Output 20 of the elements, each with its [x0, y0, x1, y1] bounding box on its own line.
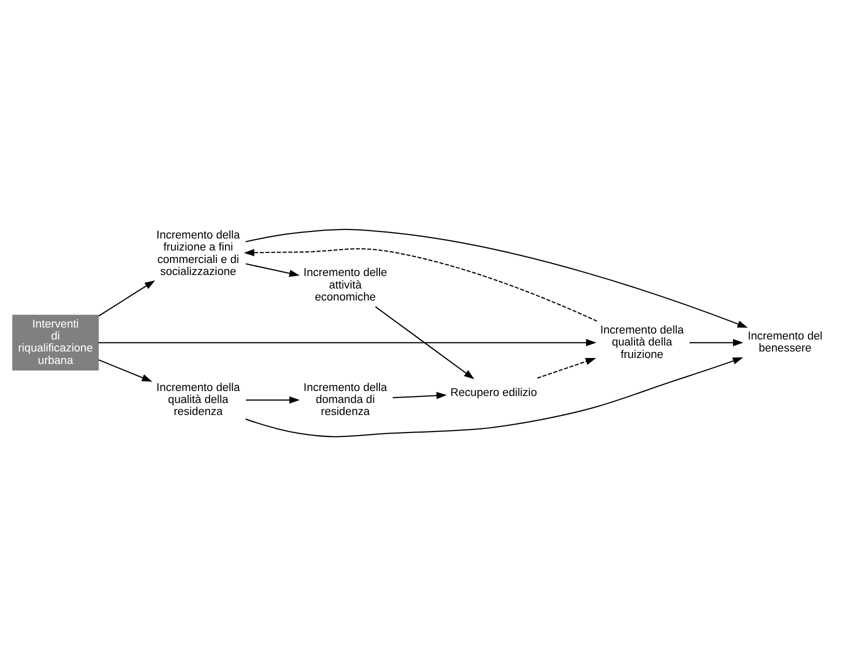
arrow [375, 306, 474, 380]
node-box: Interventi di riqualificazione urbana [12, 314, 99, 371]
arrow [98, 339, 596, 346]
node-text: Incremento della fruizione a fini commerciali e di socializzazione [156, 230, 240, 278]
node-text: Incremento della qualità della fruizione [600, 324, 684, 361]
node-text: Recupero edilizio [450, 386, 537, 399]
arrow [98, 359, 152, 382]
arrow [392, 392, 447, 400]
node-text: Incremento della qualità della residenza [156, 382, 240, 418]
arrow [537, 358, 596, 379]
arrow [246, 263, 300, 277]
arrow [246, 396, 300, 404]
arrow [245, 357, 744, 438]
arrow [98, 280, 156, 316]
node-text: Incremento della domanda di residenza [304, 382, 388, 418]
arrow [244, 248, 598, 322]
arrow [245, 228, 748, 328]
node-text: Incremento delle attività economiche [304, 267, 388, 304]
node-text: Incremento del benessere [748, 330, 822, 355]
arrow [690, 339, 744, 346]
